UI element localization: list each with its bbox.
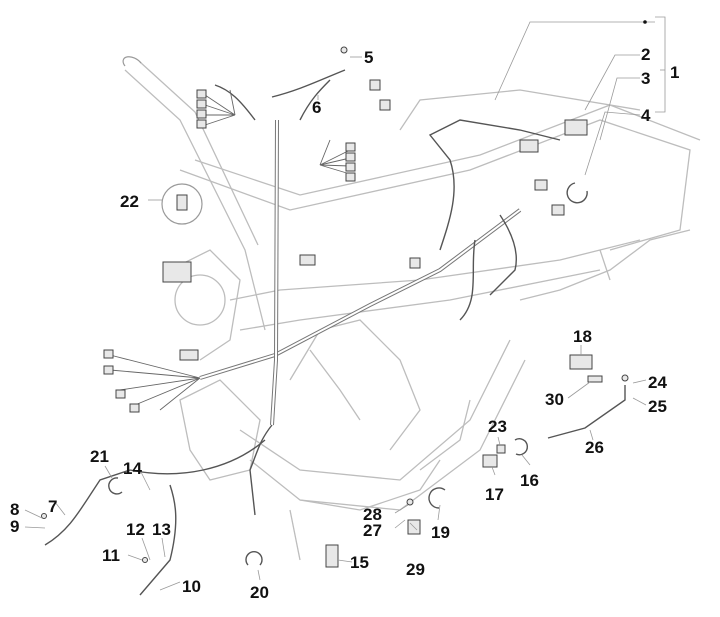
callout-20: 20: [250, 583, 269, 602]
clamp-21: [108, 477, 123, 495]
clip-20: [245, 551, 263, 566]
callout-30: 30: [545, 390, 564, 409]
callout-14: 14: [123, 459, 142, 478]
screw-11: [142, 557, 148, 563]
callout-12: 12: [126, 520, 145, 539]
callout-22: 22: [120, 192, 139, 211]
main-harness: [44, 79, 561, 596]
callout-3: 3: [641, 69, 650, 88]
callout-16: 16: [520, 471, 539, 490]
callout-29: 29: [406, 560, 425, 579]
callout-27: 27: [363, 521, 382, 540]
screw-24: [621, 374, 629, 382]
callout-28: 28: [363, 505, 382, 524]
callout-24: 24: [648, 373, 667, 392]
callout-11: 11: [102, 546, 120, 565]
callout-labels: 1 2 3 4 5 6 7 8 9 10 11 12 13 14 15 16 1…: [10, 45, 679, 602]
callout-15: 15: [350, 553, 369, 572]
callout-1: 1: [670, 63, 679, 82]
callout-21: 21: [90, 447, 109, 466]
loose-parts: [41, 46, 629, 568]
ground-strap-6: [271, 69, 346, 98]
callout-26: 26: [585, 438, 604, 457]
callout-6: 6: [312, 98, 321, 117]
cable-26: [547, 385, 626, 439]
detail-circle-22: [161, 183, 203, 225]
callout-23: 23: [488, 417, 507, 436]
clamp-4: [566, 182, 588, 204]
callout-9: 9: [10, 517, 19, 536]
part-23: [496, 444, 506, 454]
bolt-30: [587, 375, 603, 383]
callout-2: 2: [641, 45, 650, 64]
connector-clusters: [103, 79, 588, 413]
callout-17: 17: [485, 485, 504, 504]
callout-25: 25: [648, 397, 667, 416]
callout-8: 8: [10, 500, 19, 519]
screw-5: [340, 46, 348, 54]
callout-10: 10: [182, 577, 201, 596]
screw-8: [41, 513, 47, 519]
callout-19: 19: [431, 523, 450, 542]
callout-5: 5: [364, 48, 373, 67]
clamp-19: [428, 487, 446, 509]
bracket-15: [325, 544, 339, 568]
chassis-frame: [122, 56, 701, 561]
plate-18: [569, 354, 593, 370]
callout-4: 4: [641, 106, 651, 125]
clip-16: [514, 438, 529, 456]
callout-18: 18: [573, 327, 592, 346]
leader-lines: [24, 16, 666, 591]
part-17: [482, 454, 498, 468]
callout-7: 7: [48, 497, 57, 516]
callout-13: 13: [152, 520, 171, 539]
screw-28: [406, 498, 414, 506]
